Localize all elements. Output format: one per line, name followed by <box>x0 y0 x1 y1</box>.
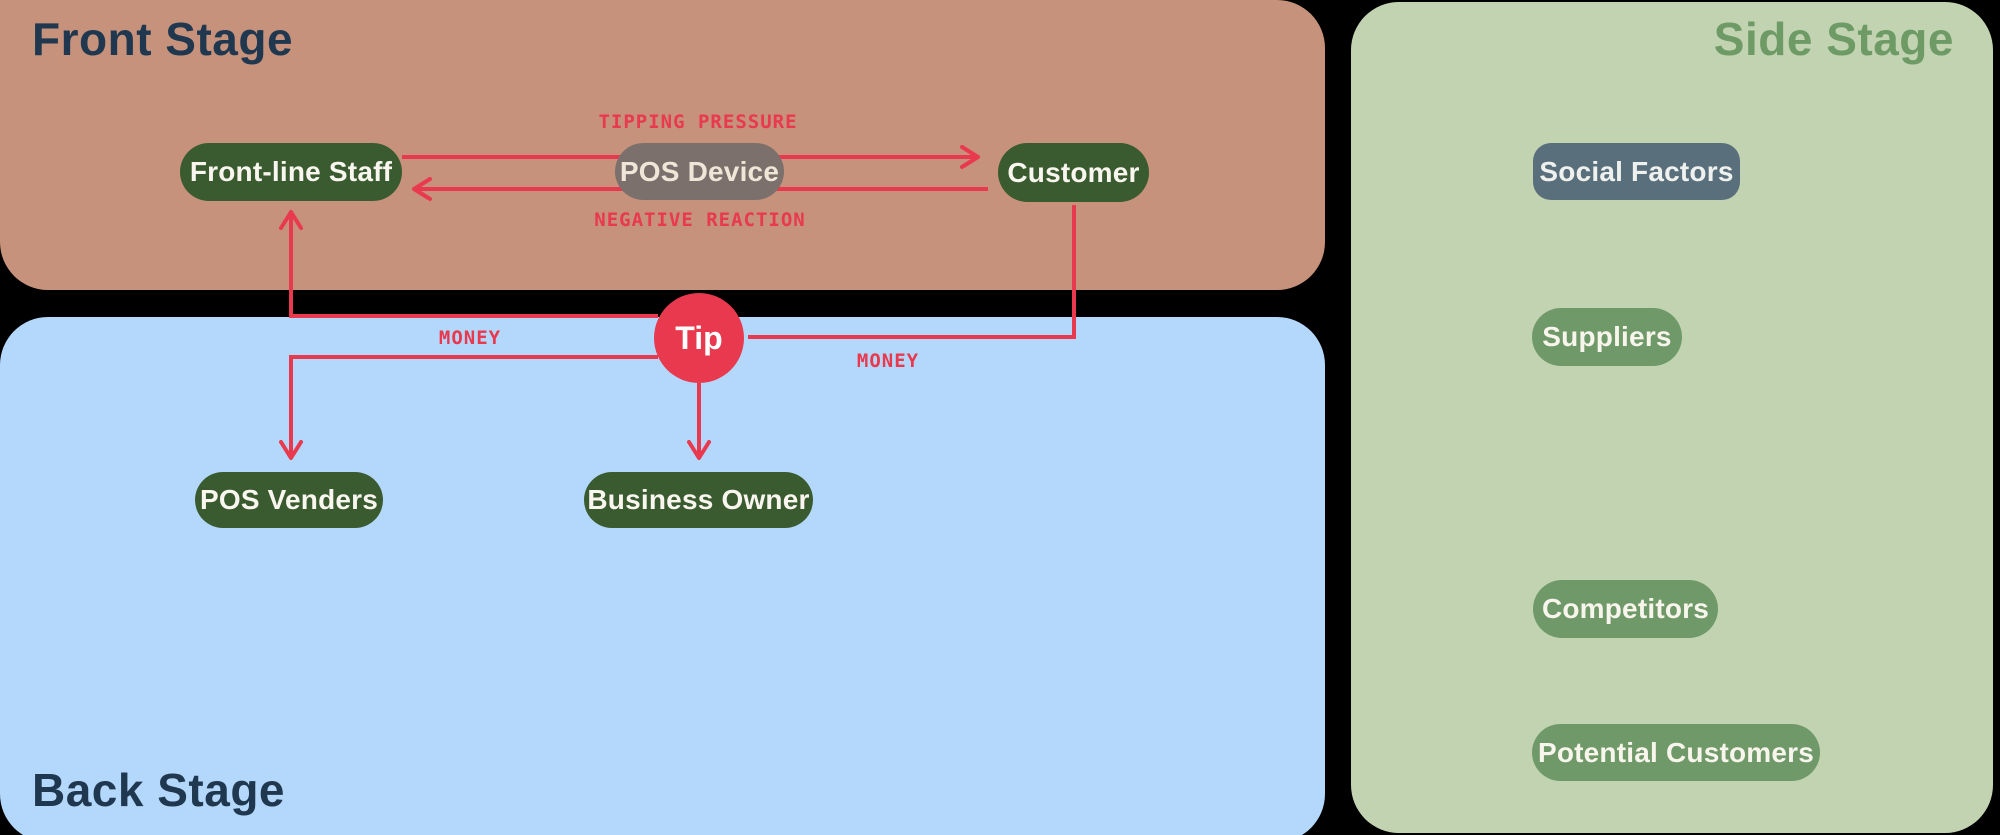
node-front-line-staff[interactable]: Front-line Staff <box>180 143 402 201</box>
node-suppliers[interactable]: Suppliers <box>1532 308 1682 366</box>
node-business-owner[interactable]: Business Owner <box>584 472 813 528</box>
node-customer[interactable]: Customer <box>998 143 1149 202</box>
node-social-factors[interactable]: Social Factors <box>1533 143 1740 200</box>
node-pos-venders[interactable]: POS Venders <box>195 472 383 528</box>
back-stage-title: Back Stage <box>32 764 286 816</box>
side-stage-panel[interactable] <box>1351 2 1993 833</box>
label-negative-reaction: NEGATIVE REACTION <box>594 209 806 231</box>
label-money-right: MONEY <box>856 350 920 372</box>
node-potential-customers[interactable]: Potential Customers <box>1532 724 1820 781</box>
label-tipping-pressure: TIPPING PRESSURE <box>598 111 798 133</box>
back-stage-panel[interactable] <box>0 317 1325 835</box>
node-pos-device[interactable]: POS Device <box>615 143 784 200</box>
node-tip[interactable]: Tip <box>654 293 744 383</box>
node-competitors[interactable]: Competitors <box>1533 580 1718 638</box>
label-money-left: MONEY <box>438 327 502 349</box>
front-stage-title: Front Stage <box>32 13 294 65</box>
side-stage-title: Side Stage <box>1713 13 1954 65</box>
